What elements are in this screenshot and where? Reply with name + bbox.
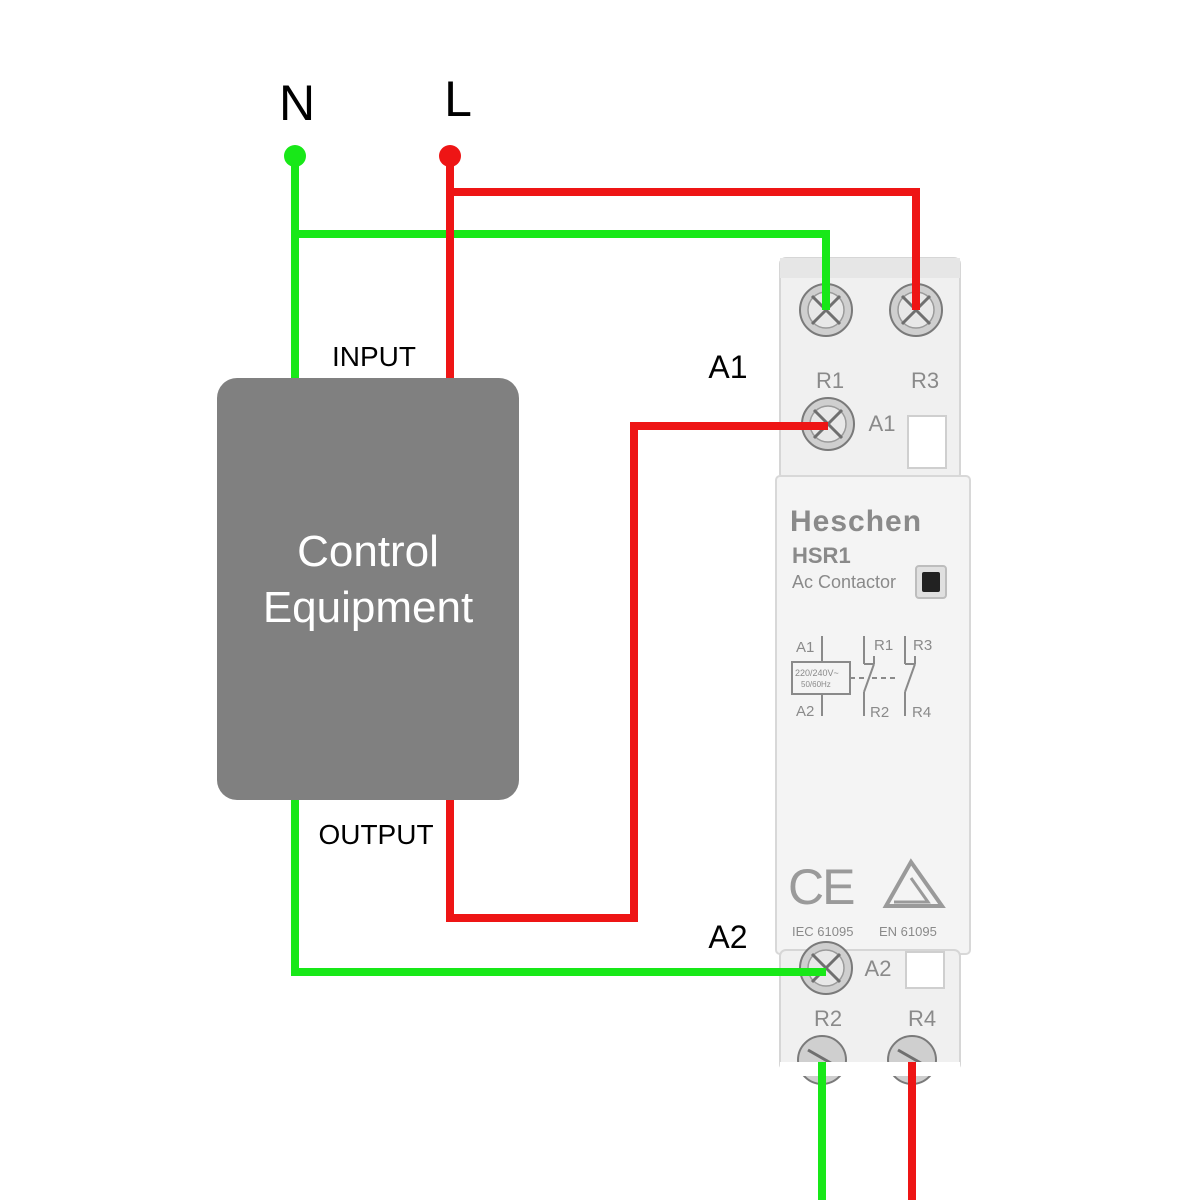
equipment-output-to-a2: [291, 798, 826, 976]
device-brand: Heschen: [790, 505, 922, 538]
output-label: OUTPUT: [318, 819, 433, 850]
device-label-r4: R4: [908, 1006, 936, 1031]
equipment-output-to-a1: [446, 422, 828, 922]
schematic-label-r2: R2: [870, 704, 889, 721]
neutral-to-r1: [295, 230, 830, 310]
device-label-r3: R3: [911, 368, 939, 393]
a2-callout: A2: [708, 919, 747, 955]
standard-iec: IEC 61095: [792, 924, 853, 939]
contactor-device: R1 R3 A1 Heschen HSR1 Ac Contactor: [775, 257, 971, 1085]
neutral-wires: [291, 156, 830, 1200]
coil-rating-frequency: 50/60Hz: [801, 680, 831, 689]
ce-mark-icon: CE: [788, 859, 854, 915]
live-to-r3: [450, 188, 920, 310]
control-equipment-box: [217, 378, 519, 800]
neutral-terminal-dot: [284, 145, 306, 167]
schematic-label-r4: R4: [912, 704, 931, 721]
indicator-window-icon: [907, 415, 947, 469]
indicator-lamp: [922, 572, 940, 592]
live-terminal-dot: [439, 145, 461, 167]
device-top-ridge: [780, 258, 960, 278]
schematic-label-a2: A2: [796, 703, 814, 720]
certification-triangle-icon: [882, 858, 946, 908]
device-type: Ac Contactor: [792, 572, 896, 592]
schematic-label-a1: A1: [796, 639, 814, 656]
device-schematic: [791, 636, 916, 716]
equipment-title-line2: Equipment: [263, 583, 473, 632]
neutral-label: N: [279, 75, 315, 131]
device-label-a2: A2: [865, 956, 892, 981]
schematic-label-r3: R3: [913, 637, 932, 654]
live-label: L: [444, 71, 472, 127]
device-label-r1: R1: [816, 368, 844, 393]
device-bottom-cover: [780, 1062, 960, 1076]
live-wires: [446, 156, 920, 1200]
device-label-r2: R2: [814, 1006, 842, 1031]
coil-rating-voltage: 220/240V~: [795, 668, 839, 678]
schematic-label-r1: R1: [874, 637, 893, 654]
a1-callout: A1: [708, 349, 747, 385]
equipment-title-line1: Control: [297, 527, 439, 576]
standard-en: EN 61095: [879, 924, 937, 939]
device-label-a1: A1: [869, 411, 896, 436]
input-label: INPUT: [332, 341, 416, 372]
device-model: HSR1: [792, 543, 851, 568]
indicator-window-icon: [905, 951, 945, 989]
